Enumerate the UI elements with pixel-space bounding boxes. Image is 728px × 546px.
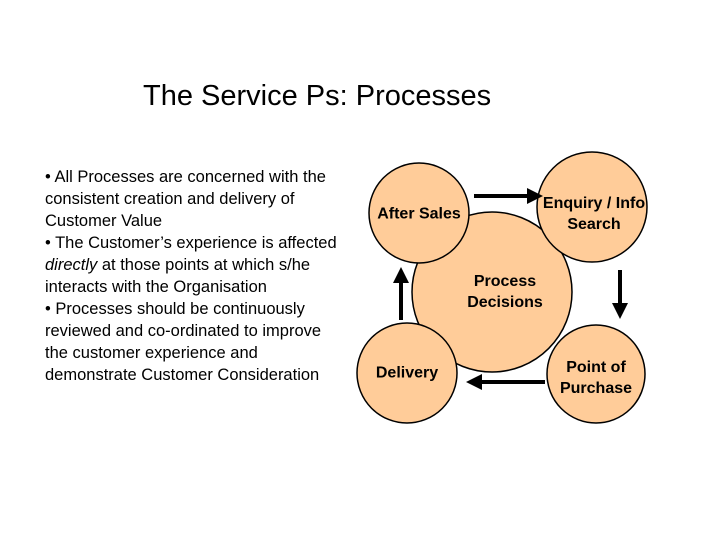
- center-label: Process Decisions: [467, 271, 543, 313]
- delivery-circle: [356, 322, 458, 424]
- enquiry-label-line: Enquiry / Info: [542, 195, 646, 212]
- bullet-text: • All Processes are concerned with the c…: [45, 168, 326, 230]
- enquiry-label-line: Search: [567, 216, 621, 233]
- bullet-emphasis: directly: [45, 256, 98, 274]
- bullet-text: • The Customer’s experience is affected: [45, 234, 337, 252]
- purchase-label: Point of Purchase: [560, 357, 632, 399]
- purchase-label-line: Point of: [566, 359, 626, 376]
- enquiry-circle: [536, 151, 648, 263]
- bullet-text: • Processes should be continuously revie…: [45, 300, 322, 384]
- bullet-item: • Processes should be continuously revie…: [45, 298, 345, 386]
- enquiry-label: Enquiry / Info Search: [543, 193, 645, 235]
- purchase-label-line: Purchase: [559, 380, 633, 397]
- center-label-line: Process: [473, 273, 537, 290]
- center-label-line: Decisions: [467, 294, 543, 311]
- bullet-item: • All Processes are concerned with the c…: [45, 166, 345, 232]
- delivery-label: Delivery: [375, 364, 439, 382]
- after-sales-circle: [368, 162, 470, 264]
- slide-title: The Service Ps: Processes: [143, 80, 492, 112]
- bullet-list: • All Processes are concerned with the c…: [45, 166, 345, 386]
- purchase-circle: [546, 324, 646, 424]
- bullet-item: • The Customer’s experience is affected …: [45, 232, 345, 298]
- bullet-text: at those points at which s/he interacts …: [45, 256, 311, 296]
- center-circle: [411, 211, 573, 373]
- after-sales-label: After Sales: [377, 205, 461, 223]
